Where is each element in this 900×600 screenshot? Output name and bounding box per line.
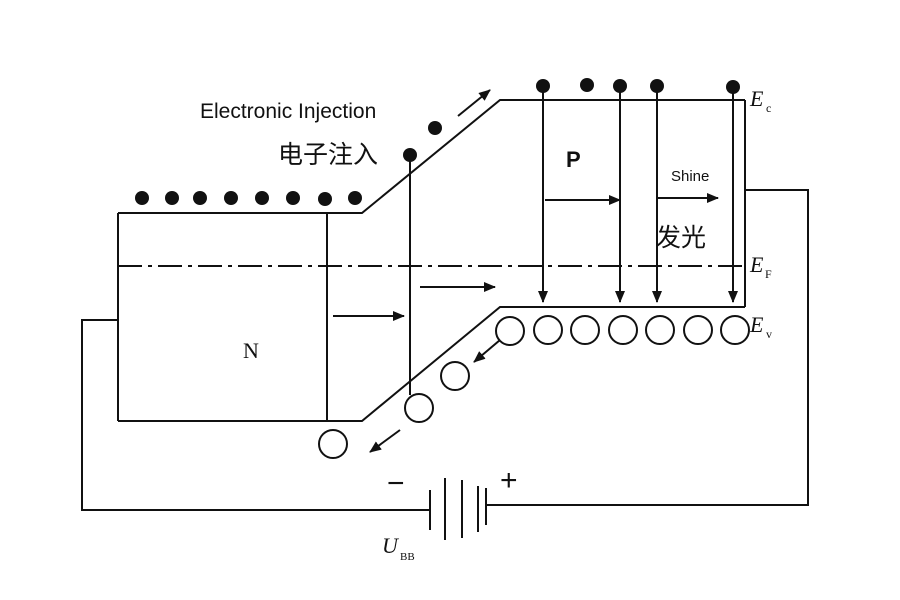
holes-drift	[318, 361, 470, 459]
electron	[135, 191, 149, 205]
hole	[570, 315, 600, 345]
svg-text:E: E	[749, 312, 764, 337]
svg-text:BB: BB	[400, 551, 415, 563]
valence-band-edge	[118, 306, 745, 422]
n-region-label: N	[243, 338, 259, 363]
injection-arrow	[457, 89, 491, 117]
shine-label: Shine	[671, 168, 709, 185]
battery-symbol	[429, 478, 487, 540]
electron-injection-cn-label: 电子注入	[278, 140, 378, 169]
ec-label: E c	[749, 86, 771, 115]
minus-sign: −	[387, 467, 405, 500]
electrons-injection	[403, 121, 442, 162]
hole-arrow-2	[369, 429, 401, 453]
electron	[348, 191, 362, 205]
hole-arrow-1	[473, 339, 501, 363]
electron	[403, 148, 417, 162]
svg-text:F: F	[765, 267, 772, 281]
luminescence-cn-label: 发光	[656, 223, 706, 252]
hole	[495, 316, 525, 346]
holes-p-side	[495, 315, 750, 346]
electron	[580, 78, 594, 92]
electron	[193, 191, 207, 205]
hole	[318, 429, 348, 459]
svg-text:E: E	[749, 86, 764, 111]
hole	[533, 315, 563, 345]
electron	[536, 79, 550, 93]
electron	[428, 121, 442, 135]
p-region-label: P	[566, 147, 581, 172]
hole	[683, 315, 713, 345]
ef-label: E F	[749, 252, 772, 281]
electron	[255, 191, 269, 205]
svg-text:v: v	[766, 327, 772, 341]
conduction-band-edge	[118, 99, 745, 214]
electron	[613, 79, 627, 93]
circuit-wire-left	[81, 319, 430, 511]
electron	[286, 191, 300, 205]
electron	[318, 192, 332, 206]
electron	[726, 80, 740, 94]
electron	[650, 79, 664, 93]
hole	[608, 315, 638, 345]
svg-text:c: c	[766, 101, 771, 115]
electrons-n-side	[135, 191, 362, 206]
bias-voltage-label: U BB	[382, 533, 415, 563]
plus-sign: +	[500, 464, 518, 497]
hole	[440, 361, 470, 391]
circuit-wire-right	[486, 189, 809, 506]
electrons-p-side	[536, 78, 740, 94]
hole	[645, 315, 675, 345]
electron	[224, 191, 238, 205]
hole	[720, 315, 750, 345]
svg-text:E: E	[749, 252, 764, 277]
hole	[404, 393, 434, 423]
electronic-injection-label: Electronic Injection	[200, 100, 376, 123]
electron	[165, 191, 179, 205]
ev-label: E v	[749, 312, 772, 341]
svg-text:U: U	[382, 533, 400, 558]
